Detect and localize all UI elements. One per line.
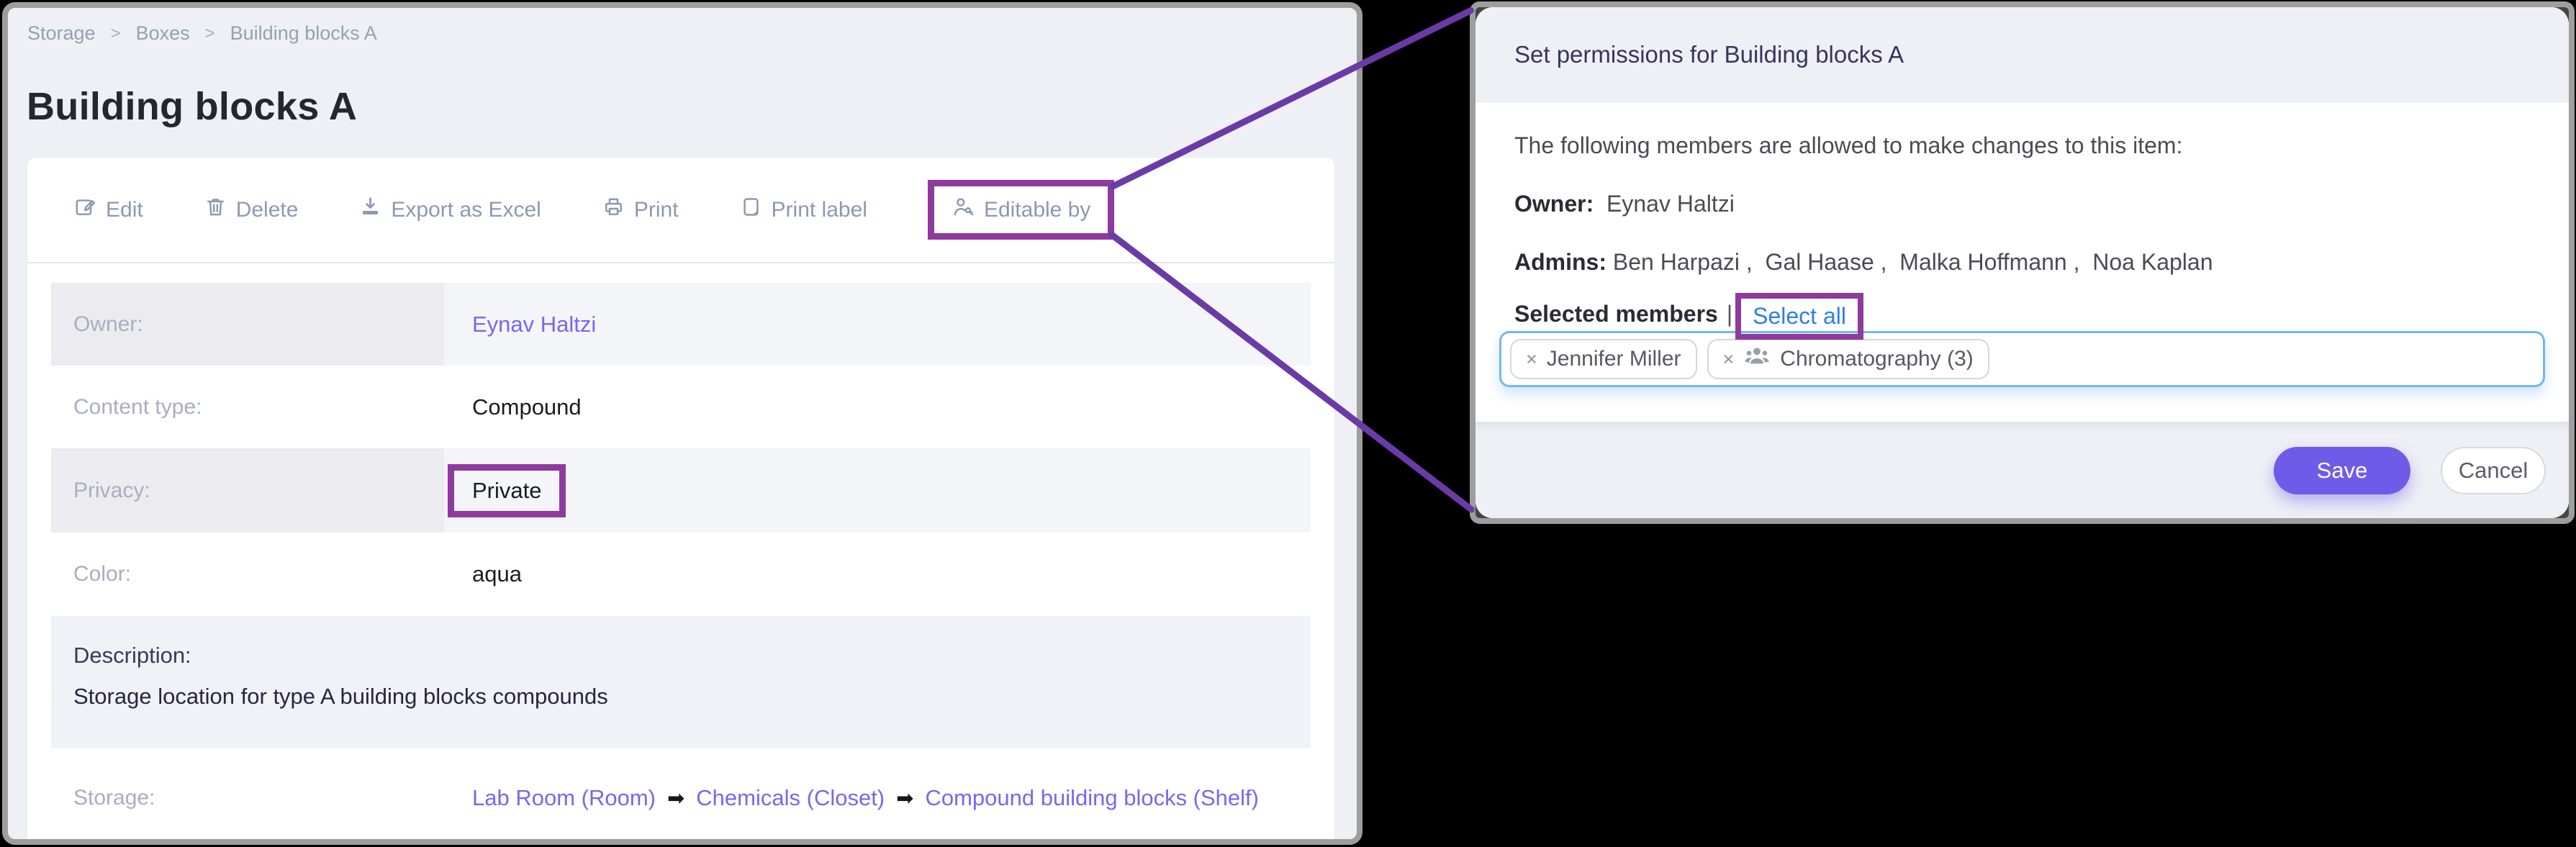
remove-chip-icon[interactable]: × bbox=[1722, 348, 1735, 370]
storage-label: Storage: bbox=[73, 785, 155, 810]
toolbar: Edit Delete bbox=[27, 158, 1334, 263]
storage-room-link[interactable]: Lab Room (Room) bbox=[472, 784, 656, 810]
group-icon bbox=[1743, 345, 1771, 374]
storage-page-panel: Storage > Boxes > Building blocks A Buil… bbox=[2, 2, 1362, 845]
modal-footer: Save Cancel bbox=[1475, 422, 2569, 518]
storage-closet-link[interactable]: Chemicals (Closet) bbox=[696, 784, 885, 810]
member-chip-label: Jennifer Miller bbox=[1546, 347, 1681, 371]
content-type-value: Compound bbox=[472, 394, 582, 420]
breadcrumb-current: Building blocks A bbox=[230, 22, 377, 44]
modal-admins-names: Ben Harpazi , Gal Haase , Malka Hoffmann… bbox=[1612, 249, 2213, 275]
print-button[interactable]: Print bbox=[602, 195, 679, 225]
breadcrumb-separator-icon: > bbox=[204, 23, 215, 43]
description-label: Description: bbox=[73, 643, 191, 668]
printer-icon bbox=[602, 195, 625, 225]
print-label-button[interactable]: Print label bbox=[739, 195, 867, 225]
path-arrow-icon: ➡ bbox=[666, 785, 685, 810]
label-icon bbox=[739, 195, 763, 225]
row-description: Description: Storage location for type A… bbox=[51, 616, 1311, 748]
editable-by-button[interactable]: Editable by bbox=[952, 195, 1090, 225]
row-color: Color: aqua bbox=[51, 533, 1311, 616]
modal-admins-line: Admins: Ben Harpazi , Gal Haase , Malka … bbox=[1514, 249, 2530, 276]
group-chip-label: Chromatography (3) bbox=[1780, 347, 1974, 371]
annotation-box-editable-by: Editable by bbox=[927, 180, 1115, 240]
path-arrow-icon: ➡ bbox=[896, 785, 914, 810]
user-key-icon bbox=[952, 195, 975, 225]
row-storage: Storage: Lab Room (Room) ➡ Chemicals (Cl… bbox=[51, 748, 1311, 839]
storage-shelf-link[interactable]: Compound building blocks (Shelf) bbox=[925, 784, 1259, 810]
modal-body: The following members are allowed to mak… bbox=[1475, 102, 2569, 422]
delete-button[interactable]: Delete bbox=[204, 195, 298, 225]
storage-path: Lab Room (Room) ➡ Chemicals (Closet) ➡ C… bbox=[472, 785, 1259, 811]
breadcrumb-separator-icon: > bbox=[110, 23, 121, 43]
modal-admins-label: Admins: bbox=[1514, 249, 1606, 275]
trash-icon bbox=[204, 195, 227, 225]
modal-owner-name: Eynav Haltzi bbox=[1606, 191, 1735, 217]
privacy-label: Privacy: bbox=[51, 448, 444, 533]
privacy-value: Private bbox=[472, 477, 542, 503]
modal-intro-text: The following members are allowed to mak… bbox=[1514, 132, 2183, 158]
color-label: Color: bbox=[73, 562, 132, 586]
owner-link[interactable]: Eynav Haltzi bbox=[472, 311, 597, 337]
row-content-type: Content type: Compound bbox=[51, 366, 1311, 448]
permissions-modal: Set permissions for Building blocks A Th… bbox=[1470, 1, 2575, 524]
member-chip[interactable]: × Jennifer Miller bbox=[1510, 339, 1697, 379]
remove-chip-icon[interactable]: × bbox=[1526, 348, 1537, 370]
details-card: Edit Delete bbox=[27, 157, 1335, 839]
cancel-button[interactable]: Cancel bbox=[2441, 446, 2546, 494]
modal-selected-members-line: Selected members | Select all bbox=[1514, 293, 2530, 340]
breadcrumb: Storage > Boxes > Building blocks A bbox=[27, 22, 377, 45]
group-chip[interactable]: × Chromatography (3) bbox=[1707, 339, 1989, 379]
edit-icon bbox=[73, 195, 97, 225]
annotation-box-privacy: Private bbox=[448, 463, 566, 517]
row-privacy: Privacy: Private bbox=[51, 448, 1311, 533]
edit-button[interactable]: Edit bbox=[73, 195, 143, 225]
content-type-label: Content type: bbox=[73, 394, 202, 419]
breadcrumb-boxes[interactable]: Boxes bbox=[135, 22, 190, 44]
permissions-modal-inner: Set permissions for Building blocks A Th… bbox=[1475, 7, 2569, 518]
page-title: Building blocks A bbox=[27, 85, 358, 129]
modal-owner-value bbox=[1600, 191, 1606, 217]
annotation-box-select-all: Select all bbox=[1735, 293, 1863, 340]
modal-header: Set permissions for Building blocks A bbox=[1475, 7, 2569, 102]
save-button[interactable]: Save bbox=[2274, 446, 2410, 494]
export-excel-button[interactable]: Export as Excel bbox=[358, 195, 541, 225]
selected-members-label: Selected members bbox=[1514, 301, 1718, 327]
row-owner: Owner: Eynav Haltzi bbox=[51, 283, 1311, 366]
separator-pipe: | bbox=[1726, 301, 1733, 327]
members-tag-input[interactable]: × Jennifer Miller × bbox=[1499, 331, 2545, 387]
description-value: Storage location for type A building blo… bbox=[73, 684, 608, 709]
color-value: aqua bbox=[472, 561, 522, 586]
modal-owner-label: Owner: bbox=[1514, 191, 1594, 217]
download-icon bbox=[358, 195, 382, 225]
modal-owner-line: Owner: Eynav Haltzi bbox=[1514, 191, 2530, 217]
select-all-link[interactable]: Select all bbox=[1753, 303, 1846, 329]
owner-label: Owner: bbox=[51, 283, 444, 366]
modal-title: Set permissions for Building blocks A bbox=[1514, 40, 1904, 68]
details-table: Owner: Eynav Haltzi Content type: Compou… bbox=[51, 283, 1311, 839]
breadcrumb-storage[interactable]: Storage bbox=[27, 22, 96, 44]
